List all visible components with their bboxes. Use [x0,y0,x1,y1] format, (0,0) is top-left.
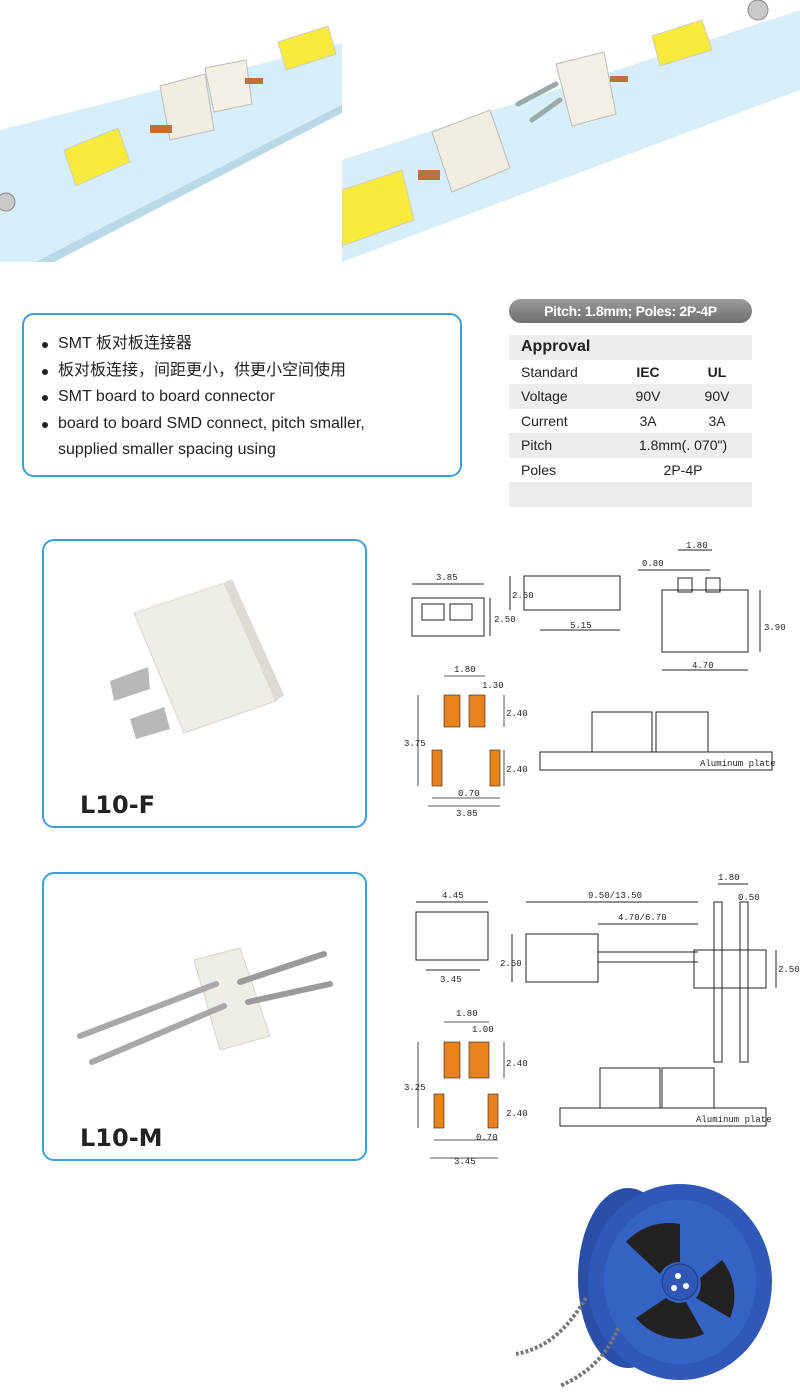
spec-label: Standard [521,363,578,380]
dim-label: 2.40 [506,765,528,775]
product-name-label: L10-M [80,1124,163,1152]
spec-row: Pitch 1.8mm(. 070") [509,433,752,458]
spec-row: Standard IEC UL [509,360,752,385]
product-card-l10-f: L10-F [42,539,367,828]
dim-label: 5.15 [570,621,592,631]
dim-label: 1.80 [718,873,740,883]
tape-reel-image [515,1184,772,1388]
spec-empty-row [509,482,752,507]
spec-iec-value: IEC [636,363,660,380]
feature-item: SMT 板对板连接器 [38,331,460,358]
dim-label: 1.30 [482,681,504,691]
l10-m-dimension-drawings: 4.45 3.45 9.50/13.50 4.70/6.70 2.60 1.80… [404,873,800,1167]
dim-label: 3.75 [404,739,426,749]
dim-label: 4.70/6.70 [618,913,667,923]
spec-title: Approval [521,338,591,356]
dim-label: 2.40 [506,1109,528,1119]
dim-label: 2.50 [778,965,800,975]
hero-image-separated [342,0,800,262]
spec-poles-value: 2P-4P [663,461,703,478]
plate-label: Aluminum plate [700,759,776,769]
spec-ul-value: UL [707,363,727,380]
spec-label: Pitch [521,437,553,454]
spec-label: Poles [521,461,557,478]
dim-label: 0.50 [738,893,760,903]
dim-label: 3.25 [404,1083,426,1093]
spec-label: Current [521,412,568,429]
l10-m-connector-photo [77,947,333,1065]
dim-label: 2.60 [512,591,534,601]
spec-row: Poles 2P-4P [509,458,752,483]
dim-label: 0.70 [476,1133,498,1143]
dim-label: 1.80 [686,541,708,551]
dim-label: 9.50/13.50 [588,891,642,901]
spec-iec-value: 3A [639,412,657,429]
dim-label: 3.85 [456,809,478,819]
spec-ul-value: 3A [708,412,726,429]
dim-label: 0.70 [458,789,480,799]
dim-label: 1.80 [456,1009,478,1019]
product-card-l10-m: L10-M [42,872,367,1161]
spec-title-row: Approval [509,335,752,360]
l10-f-connector-photo [110,579,284,739]
dim-label: 3.90 [764,623,786,633]
plate-label: Aluminum plate [696,1115,772,1125]
spec-iec-value: 90V [635,388,661,405]
feature-list-box: SMT 板对板连接器 板对板连接，间距更小，供更小空间使用 SMT board … [22,313,462,477]
feature-item: board to board SMD connect, pitch smalle… [38,411,460,438]
dim-label: 3.45 [440,975,462,985]
dim-label: 1.80 [454,665,476,675]
spec-row: Current 3A 3A [509,409,752,434]
hero-image-connected [0,0,394,262]
feature-item: 板对板连接，间距更小，供更小空间使用 [38,358,460,385]
dim-label: 4.70 [692,661,714,671]
spec-row: Voltage 90V 90V [509,384,752,409]
pitch-poles-banner: Pitch: 1.8mm; Poles: 2P-4P [509,299,752,323]
dim-label: 2.40 [506,709,528,719]
spec-pitch-value: 1.8mm(. 070") [638,437,728,454]
feature-item-continuation: supplied smaller spacing using [58,441,276,458]
dim-label: 1.00 [472,1025,494,1035]
dim-label: 2.40 [506,1059,528,1069]
dim-label: 3.45 [454,1157,476,1167]
dim-label: 4.45 [442,891,464,901]
l10-f-dimension-drawings: 3.85 2.50 2.60 5.15 0.80 1.80 3.90 4.70 … [404,541,786,819]
dim-label: 2.50 [494,615,516,625]
dim-label: 2.60 [500,959,522,969]
product-name-label: L10-F [80,791,156,819]
spec-ul-value: 90V [704,388,730,405]
dim-label: 3.85 [436,573,458,583]
dim-label: 0.80 [642,559,664,569]
approval-spec-table: Approval Standard IEC UL Voltage 90V 90V… [509,335,752,507]
spec-label: Voltage [521,388,568,405]
feature-item: SMT board to board connector [38,384,460,411]
